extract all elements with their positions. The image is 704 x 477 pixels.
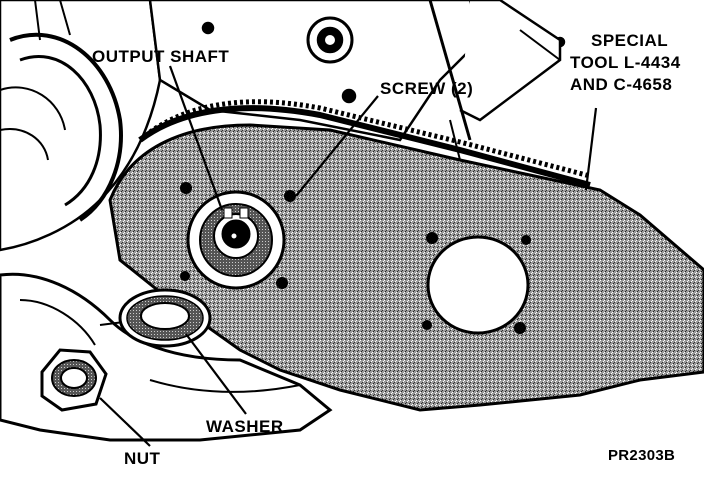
label-output-shaft: OUTPUT SHAFT xyxy=(92,47,229,66)
nut xyxy=(40,348,108,412)
label-nut: NUT xyxy=(124,449,161,468)
leader-lines xyxy=(99,65,598,447)
leader-screw xyxy=(295,95,379,197)
transmission-housing xyxy=(0,0,162,252)
label-screw: SCREW (2) xyxy=(380,79,473,98)
label-special-tool-line2: TOOL L-4434 xyxy=(570,53,681,72)
label-special-tool-line3: AND C-4658 xyxy=(570,75,672,94)
leader-nut xyxy=(99,397,151,447)
label-special-tool-line1: SPECIAL xyxy=(591,31,668,50)
figure-code: PR2303B xyxy=(608,447,675,464)
callout-labels: OUTPUT SHAFT SCREW (2) SPECIAL TOOL L-44… xyxy=(92,31,681,468)
ring-gear-teeth xyxy=(138,99,591,188)
output-shaft-hub xyxy=(186,190,286,290)
leader-output-shaft xyxy=(168,65,224,211)
label-washer: WASHER xyxy=(206,417,284,436)
leader-washer xyxy=(185,333,247,415)
leader-special-tool xyxy=(584,107,598,191)
washer xyxy=(118,288,212,348)
extension-housing-casting xyxy=(148,0,566,161)
